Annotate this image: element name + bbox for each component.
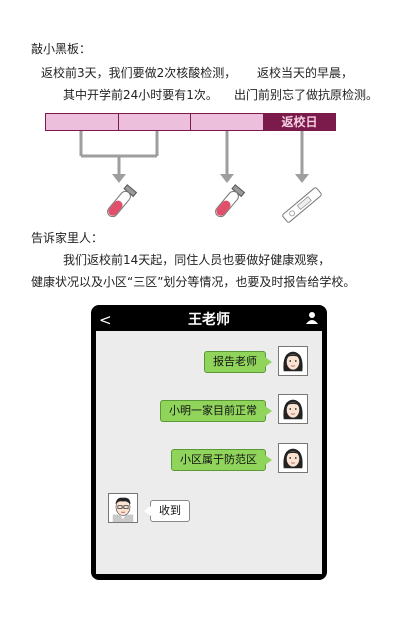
chat-contact-name: 王老师 (188, 312, 230, 328)
chat-bubble-me: 报告老师 (204, 351, 272, 373)
chat-area: 报告老师 小明一家目前正常 小区属于防范区 (96, 331, 322, 574)
phone-frame: < 王老师 报告老师 小明一家目前正常 (91, 305, 327, 580)
timeline-return-day: 返校日 (263, 113, 336, 131)
family-line1: 我们返校前14天起，同住人员也要做好健康观察， (63, 253, 331, 267)
nucleic-bracket-connector (79, 131, 159, 176)
back-arrow-icon[interactable]: < (99, 311, 112, 329)
chat-bubble-me: 小区属于防范区 (171, 449, 272, 471)
family-line2: 健康状况以及小区“三区”划分等情况，也要及时报告给学校。 (31, 275, 356, 289)
timeline-arrows (79, 131, 322, 223)
blackboard-right-line1: 返校当天的早晨， (257, 66, 354, 80)
blackboard-left-line2: 其中开学前24小时要有1次。 (63, 88, 218, 102)
antigen-test-icon (282, 187, 322, 223)
blackboard-title: 敲小黑板： (31, 42, 92, 56)
parent-avatar (278, 394, 308, 424)
parent-avatar (278, 443, 308, 473)
teacher-avatar (108, 493, 138, 523)
arrow-head-antigen (295, 174, 309, 183)
chat-bubble-me: 小明一家目前正常 (160, 400, 272, 422)
contact-profile-icon[interactable] (305, 311, 319, 325)
blackboard-right-line2: 出门前别忘了做抗原检测。 (234, 88, 379, 102)
arrow-head-nucleic-2 (220, 174, 234, 183)
arrow-head-nucleic-1 (112, 174, 126, 183)
blackboard-left-line1: 返校前3天，我们要做2次核酸检测， (41, 66, 237, 80)
chat-bubble-teacher: 收到 (144, 500, 190, 522)
return-day-label: 返校日 (281, 115, 318, 129)
parent-avatar (278, 346, 308, 376)
test-tube-icon (107, 184, 138, 218)
test-tube-icon (215, 184, 246, 218)
family-title: 告诉家里人： (31, 231, 104, 245)
